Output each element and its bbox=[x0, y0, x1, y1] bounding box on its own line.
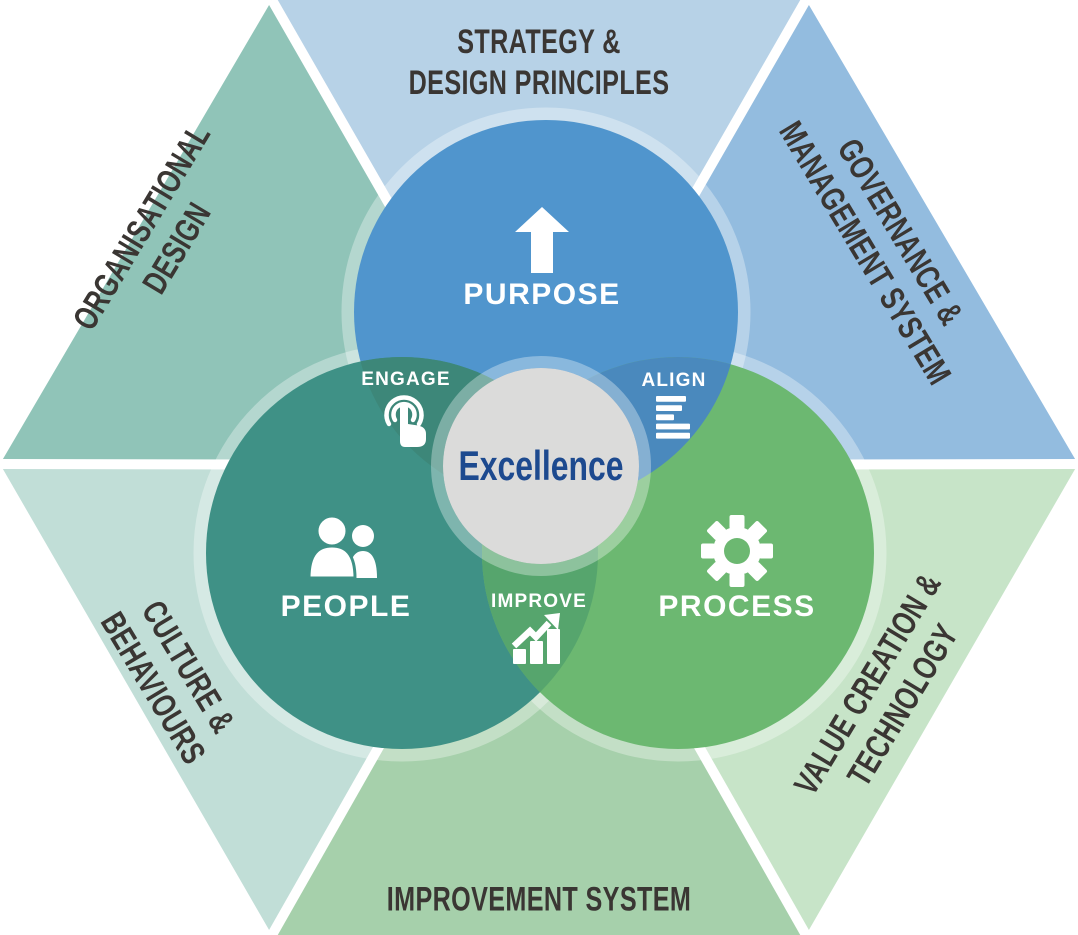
label-improvement-line1: IMPROVEMENT SYSTEM bbox=[386, 880, 692, 919]
excellence-circle bbox=[443, 368, 639, 564]
growth-chart-icon bbox=[511, 613, 560, 664]
excellence-label: Excellence bbox=[458, 442, 624, 489]
improve-label: IMPROVE bbox=[490, 591, 588, 612]
label-strategy-line1: STRATEGY & bbox=[457, 23, 621, 61]
align-label: ALIGN bbox=[641, 370, 707, 391]
label-improvement: IMPROVEMENT SYSTEM bbox=[387, 880, 691, 921]
label-strategy: STRATEGY & DESIGN PRINCIPLES bbox=[409, 22, 670, 104]
purpose-label: PURPOSE bbox=[463, 278, 621, 311]
center-circle-halo bbox=[431, 356, 651, 576]
people-icon bbox=[307, 514, 377, 580]
gear-icon bbox=[701, 515, 773, 587]
label-strategy-line2: DESIGN PRINCIPLES bbox=[408, 64, 670, 102]
section-improvement bbox=[272, 465, 806, 935]
people-label: PEOPLE bbox=[280, 590, 412, 623]
engage-label: ENGAGE bbox=[361, 369, 451, 390]
tap-icon bbox=[384, 395, 426, 447]
arrow-up-icon bbox=[515, 207, 569, 273]
align-lines-icon bbox=[656, 396, 690, 439]
process-label: PROCESS bbox=[658, 590, 816, 623]
